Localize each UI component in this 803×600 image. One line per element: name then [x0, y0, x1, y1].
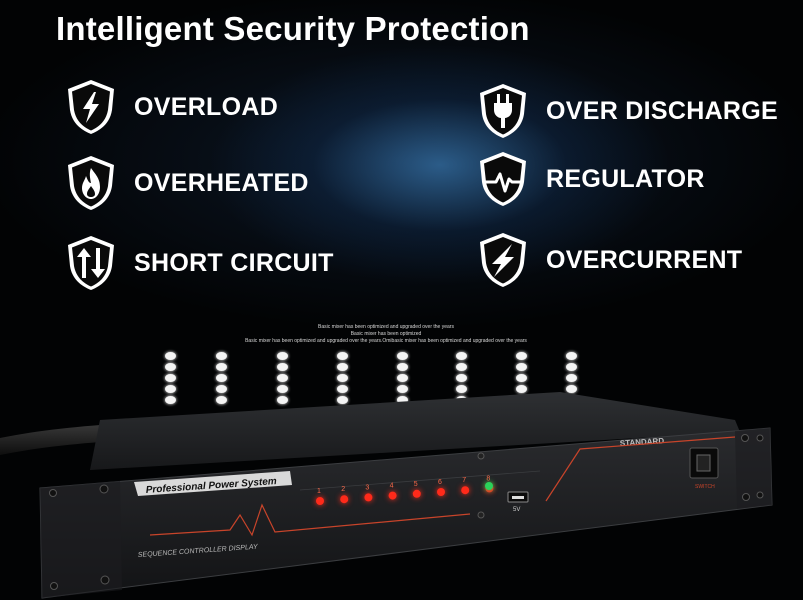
channel-number-1: 1: [317, 488, 321, 495]
standard-label: STANDARD: [620, 436, 665, 448]
channel-led-5: [412, 489, 421, 498]
caption-text: Basic mixer has been optimized and upgra…: [236, 324, 536, 345]
power-led: [485, 482, 493, 490]
feature-overload: OVERLOAD: [64, 78, 278, 136]
lightning-bolt-icon: [68, 80, 114, 134]
light-column: [337, 352, 348, 404]
channel-led-7: [461, 486, 470, 495]
usb-port-inner: [512, 496, 524, 499]
power-switch-rocker[interactable]: [696, 454, 711, 472]
feature-short-circuit: SHORT CIRCUIT: [64, 234, 334, 292]
headline: Intelligent Security Protection: [56, 10, 530, 47]
brand-label-plate: [134, 471, 292, 496]
channel-led-2: [340, 495, 349, 504]
channel-led-6: [437, 488, 445, 496]
rack-screw: [756, 491, 764, 499]
channel-number-7: 7: [462, 477, 466, 484]
pulse-line-icon: [480, 152, 526, 206]
rack-screw: [756, 434, 764, 442]
channel-number-5: 5: [414, 481, 418, 488]
panel-screw: [477, 452, 485, 460]
flame-icon: [68, 156, 114, 210]
power-cable: [0, 423, 130, 455]
lightning-icon: [480, 233, 526, 287]
feature-label-short-circuit: SHORT CIRCUIT: [134, 248, 334, 277]
channel-led-group: 1 2 3 4 5 6 7 8: [316, 475, 494, 505]
light-column: [397, 352, 408, 404]
rack-screw: [49, 489, 57, 497]
rack-screw: [100, 575, 110, 585]
feature-label-overload: OVERLOAD: [134, 92, 279, 121]
usb-label: 5V: [513, 507, 520, 513]
light-column: [277, 352, 288, 404]
channel-led-3: [364, 493, 373, 502]
light-column: [165, 352, 176, 404]
channel-number-2: 2: [341, 486, 345, 493]
feature-label-regulator: REGULATOR: [546, 164, 705, 193]
caption-line-2: Basic mixer has been optimized: [350, 331, 422, 337]
rack-ear-left: [40, 481, 122, 598]
channel-number-8: 8: [486, 475, 490, 482]
rack-screw: [741, 434, 749, 442]
device-top-plate: [90, 392, 740, 470]
channel-led-1: [316, 497, 324, 505]
caption-line-1: Basic mixer has been optimized and upgra…: [318, 324, 454, 330]
panel-divider: [299, 470, 541, 491]
up-down-arrows-icon: [68, 236, 114, 290]
plug-icon: [480, 84, 526, 138]
feature-regulator: REGULATOR: [476, 150, 705, 208]
rack-screw: [742, 493, 750, 501]
feature-label-overcurrent: OVERCURRENT: [546, 245, 743, 274]
feature-overcurrent: OVERCURRENT: [476, 231, 742, 289]
feature-overheated: OVERHEATED: [64, 154, 309, 212]
caption-line-3: Basic mixer has been optimized and upgra…: [245, 338, 527, 344]
channel-number-3: 3: [365, 484, 369, 491]
light-column: [216, 352, 227, 404]
feature-label-overheated: OVERHEATED: [134, 168, 309, 197]
channel-led-4: [388, 491, 397, 500]
switch-label: SWITCH: [695, 484, 715, 490]
rack-ear-right: [735, 428, 772, 509]
panel-screw: [477, 511, 485, 519]
accent-wave-line: [149, 503, 471, 537]
accent-line-right: [545, 436, 736, 502]
feature-label-over-discharge: OVER DISCHARGE: [546, 96, 779, 125]
feature-over-discharge: OVER DISCHARGE: [476, 82, 778, 140]
rack-screw: [50, 582, 58, 590]
rack-screw: [99, 484, 109, 494]
channel-number-6: 6: [438, 479, 442, 486]
channel-number-4: 4: [390, 483, 394, 490]
